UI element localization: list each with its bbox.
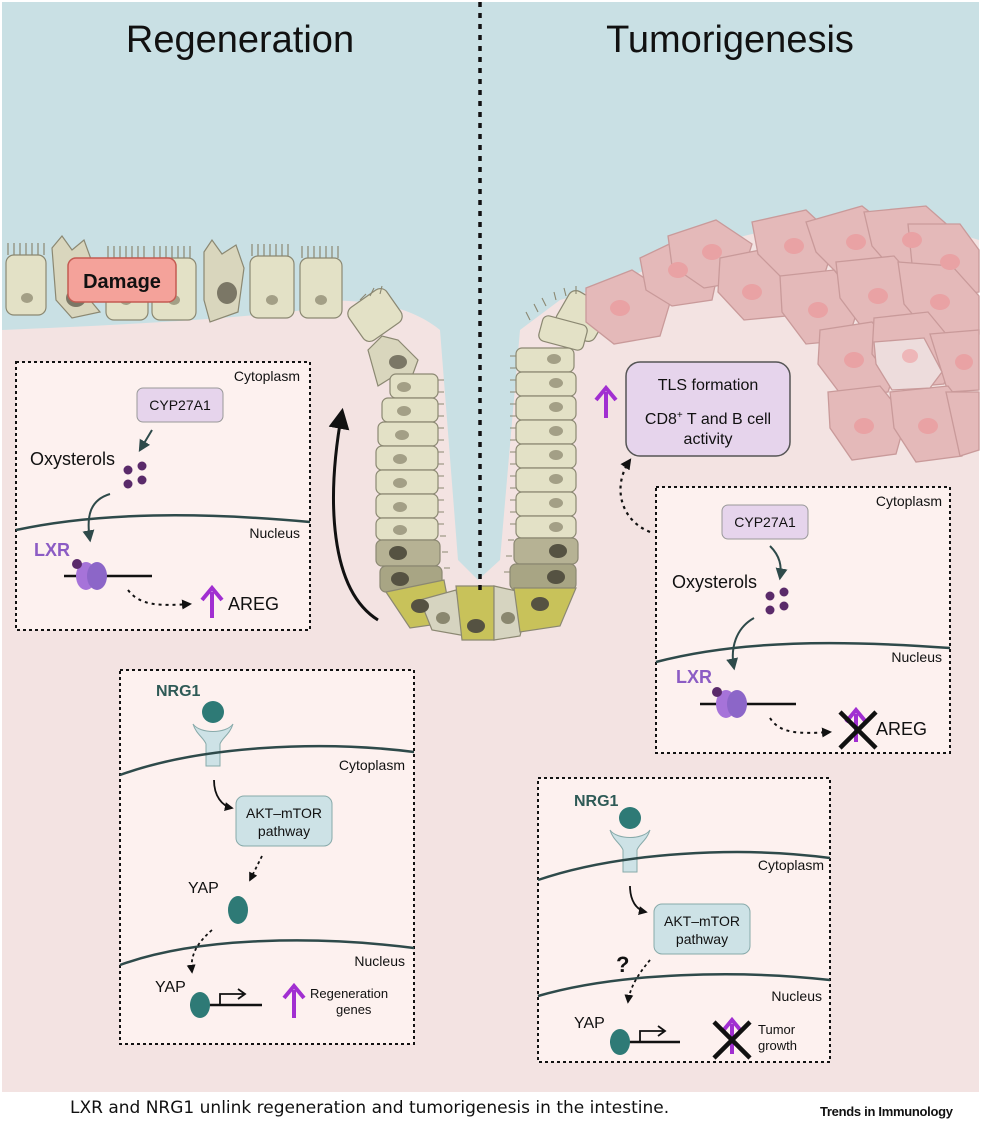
cyp27a1-label: CYP27A1 [149,397,211,413]
tls-line1: TLS formation [658,377,758,394]
figure-canvas: Damage [2,2,980,1092]
cyp27a1-box [721,504,809,540]
yap-nuc-label: YAP [574,1015,605,1032]
cyp27a1-box [136,387,224,423]
yap-protein-nuc [610,1029,630,1055]
blocked-x-icon [712,1020,752,1060]
tumor-label: Tumor [758,1022,796,1037]
right-nrg1-panel: NRG1 Cytoplasm AKT–mTOR pathway ? Nucleu… [537,777,831,1063]
tls-line3: activity [684,431,733,448]
receptor-to-akt-arrow [629,885,648,915]
lxr-label: LXR [676,667,712,687]
akt-mtor-label: AKT–mTOR [246,805,322,821]
pathway-label: pathway [676,931,728,947]
cell-membrane [537,850,831,882]
akt-mtor-box [653,903,751,955]
yap-protein-cyto [228,896,248,924]
nuclear-membrane [655,641,951,664]
up-arrow-icon [282,982,306,1018]
cell-membrane [119,744,415,777]
nrg1-label: NRG1 [574,793,619,810]
left-lxr-panel: Cytoplasm CYP27A1 Oxysterols Nucleus LXR… [15,361,311,631]
left-nrg1-panel: NRG1 Cytoplasm AKT–mTOR pathway YAP Nucl… [119,669,415,1045]
crypt-base-nuclei [411,597,549,633]
up-arrow-icon [594,384,618,418]
oxysterol-dots [123,461,147,489]
regeneration-label: Regeneration [310,986,388,1001]
nucleus-label: Nucleus [771,988,822,1004]
nucleus-label: Nucleus [354,953,405,969]
growth-label: growth [758,1038,797,1053]
right-lxr-panel: Cytoplasm CYP27A1 Oxysterols Nucleus LXR… [655,486,951,754]
receptor-shape [192,723,234,767]
akt-mtor-label: AKT–mTOR [664,913,740,929]
nuclear-membrane [15,514,311,532]
pathway-label: pathway [258,823,310,839]
tls-dotted-arrow [619,458,651,534]
up-arrow-icon [200,584,224,618]
genes-label: genes [336,1002,372,1017]
receptor-to-akt-arrow [213,779,234,811]
tls-panel: TLS formation CD8+ T and B cell activity [594,361,791,457]
tumor-nuclei [610,232,973,434]
crypt-microvilli [359,285,577,573]
nrg1-ligand [619,807,641,829]
areg-label: AREG [876,719,927,739]
title-tumorigenesis: Tumorigenesis [606,19,854,61]
crypt-right-nuclei [547,354,567,584]
cytoplasm-label: Cytoplasm [234,368,300,384]
nuclear-membrane [537,973,831,998]
oxysterol-dots [765,587,789,615]
lxr-to-areg-arrow [127,589,192,610]
lxr-to-areg-arrow [769,717,832,738]
lumen-area-fill [2,2,979,580]
journal-brand-logo: Trends in Immunology [820,1104,953,1119]
oxysterols-label: Oxysterols [30,449,115,469]
yap-nuc-label: YAP [155,979,186,996]
lxr-ligand [712,687,722,697]
cytoplasm-label: Cytoplasm [876,493,942,509]
cytoplasm-label: Cytoplasm [758,857,824,873]
yap-protein-nuc [190,992,210,1018]
tss-arrow-icon [639,1025,667,1042]
migration-arrow [328,407,379,622]
cytoplasm-label: Cytoplasm [339,757,405,773]
oxysterols-label: Oxysterols [672,572,757,592]
areg-label: AREG [228,594,279,614]
crypt-left-nuclei [389,355,411,586]
akt-to-yap-arrow [249,855,263,882]
title-regeneration: Regeneration [126,19,354,61]
blocked-x-icon [838,710,878,750]
akt-mtor-box [235,795,333,847]
receptor-shape [609,829,651,873]
yap-cyto-label: YAP [188,880,219,897]
nuclear-membrane [119,939,415,967]
damage-badge [67,257,177,303]
question-mark: ? [616,952,629,977]
lxr-label: LXR [34,540,70,560]
tumor-pale-cell [873,337,943,391]
tls-box [625,361,791,457]
nucleus-label: Nucleus [891,649,942,665]
nrg1-label: NRG1 [156,683,201,700]
cyp27a1-label: CYP27A1 [734,514,796,530]
damage-label: Damage [83,271,161,293]
cyp-to-oxysterol-arrow [769,545,788,581]
tss-arrow-icon [219,988,247,1005]
lxr-ligand [72,559,82,569]
tls-line2: CD8+ T and B cell [645,410,771,428]
crypt-left-wall [347,287,443,593]
lxr-receptor-right [87,562,107,590]
nucleus-label: Nucleus [249,525,300,541]
figure-caption: LXR and NRG1 unlink regeneration and tum… [70,1098,670,1118]
yap-translocation-arrow [186,929,213,974]
nrg1-ligand [202,701,224,723]
oxysterol-to-lxr-arrow [726,617,755,671]
oxysterol-to-lxr-arrow [82,493,111,543]
lxr-receptor-right [727,690,747,718]
cyp-to-oxysterol-arrow [138,429,153,453]
